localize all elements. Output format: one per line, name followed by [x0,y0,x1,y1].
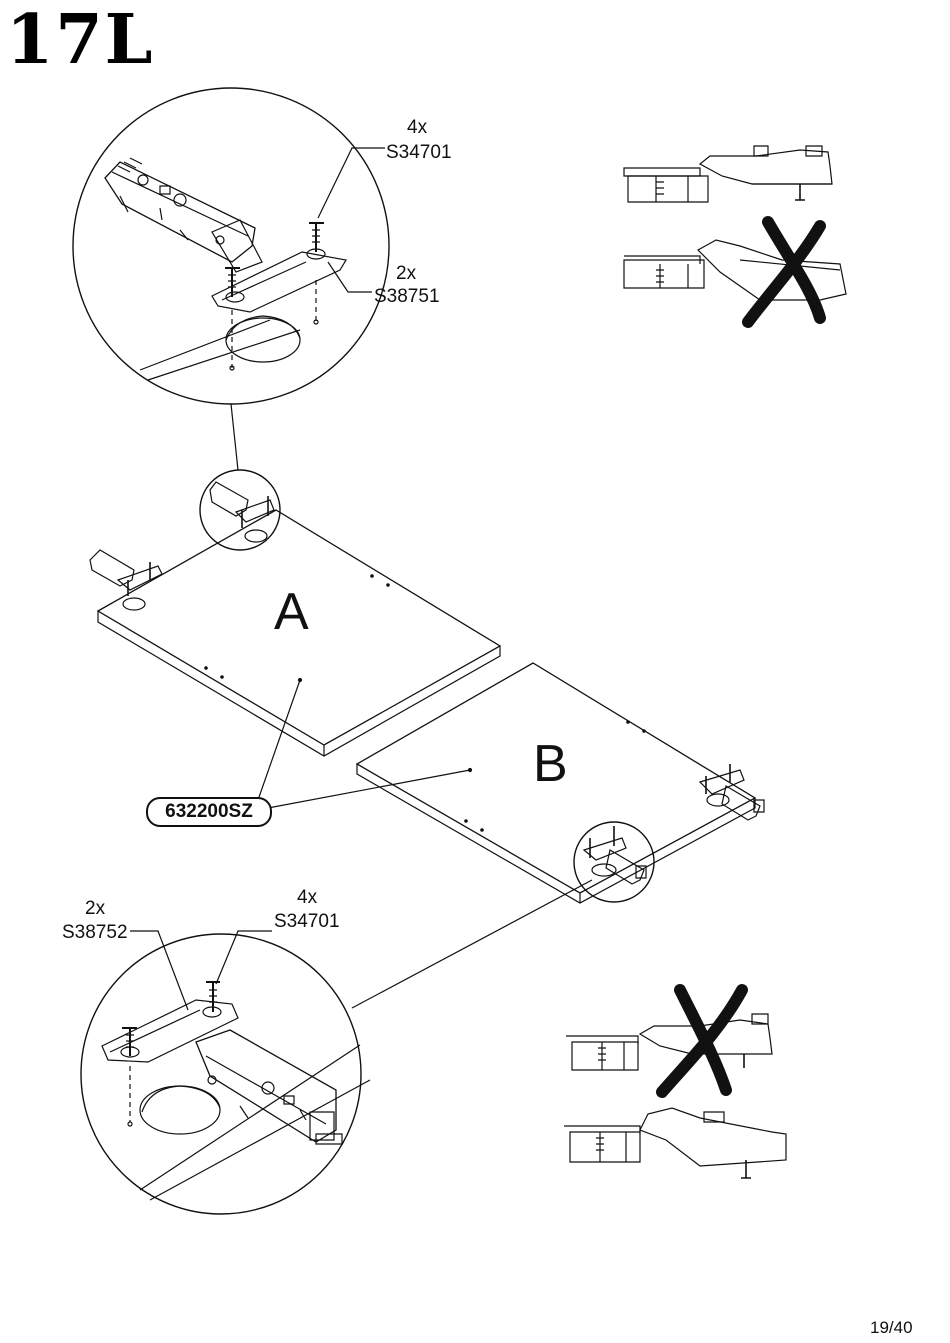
hinge-wrong-top [624,222,846,322]
top-detail-magnifier-icon [73,88,389,404]
screw-icon [225,268,240,297]
panel-b [357,663,764,903]
hinge-icon [700,764,764,820]
top-plate-qty: 2x [396,263,417,284]
part-code-badge: 632200SZ [146,797,272,827]
panel-b-detail-magnifier-icon [574,822,654,902]
bottom-detail-magnifier-icon [81,931,370,1214]
wrong-cross-icon [748,222,820,322]
screw-icon [206,982,220,1012]
panel-a [90,510,500,800]
screw-icon [309,223,324,252]
hinge-wrong-bottom [566,990,772,1092]
hinge-correct-top [624,146,832,202]
bottom-plate-code: S38752 [62,922,128,943]
step-number: 17L [6,0,155,80]
wrong-cross-icon [662,990,742,1092]
bottom-screw-qty: 4x [297,887,318,908]
bottom-plate-qty: 2x [85,898,106,919]
panel-a-detail-magnifier-icon [200,470,280,550]
page-number: 19/40 [870,1318,913,1337]
top-plate-code: S38751 [374,286,440,307]
top-screw-qty: 4x [407,117,428,138]
panel-a-label: A [274,583,309,641]
top-screw-code: S34701 [386,142,452,163]
bottom-screw-code: S34701 [274,911,340,932]
hinge-icon [90,550,162,596]
hinge-correct-bottom [564,1108,786,1178]
screw-icon [122,1028,137,1056]
panel-b-label: B [533,735,568,793]
